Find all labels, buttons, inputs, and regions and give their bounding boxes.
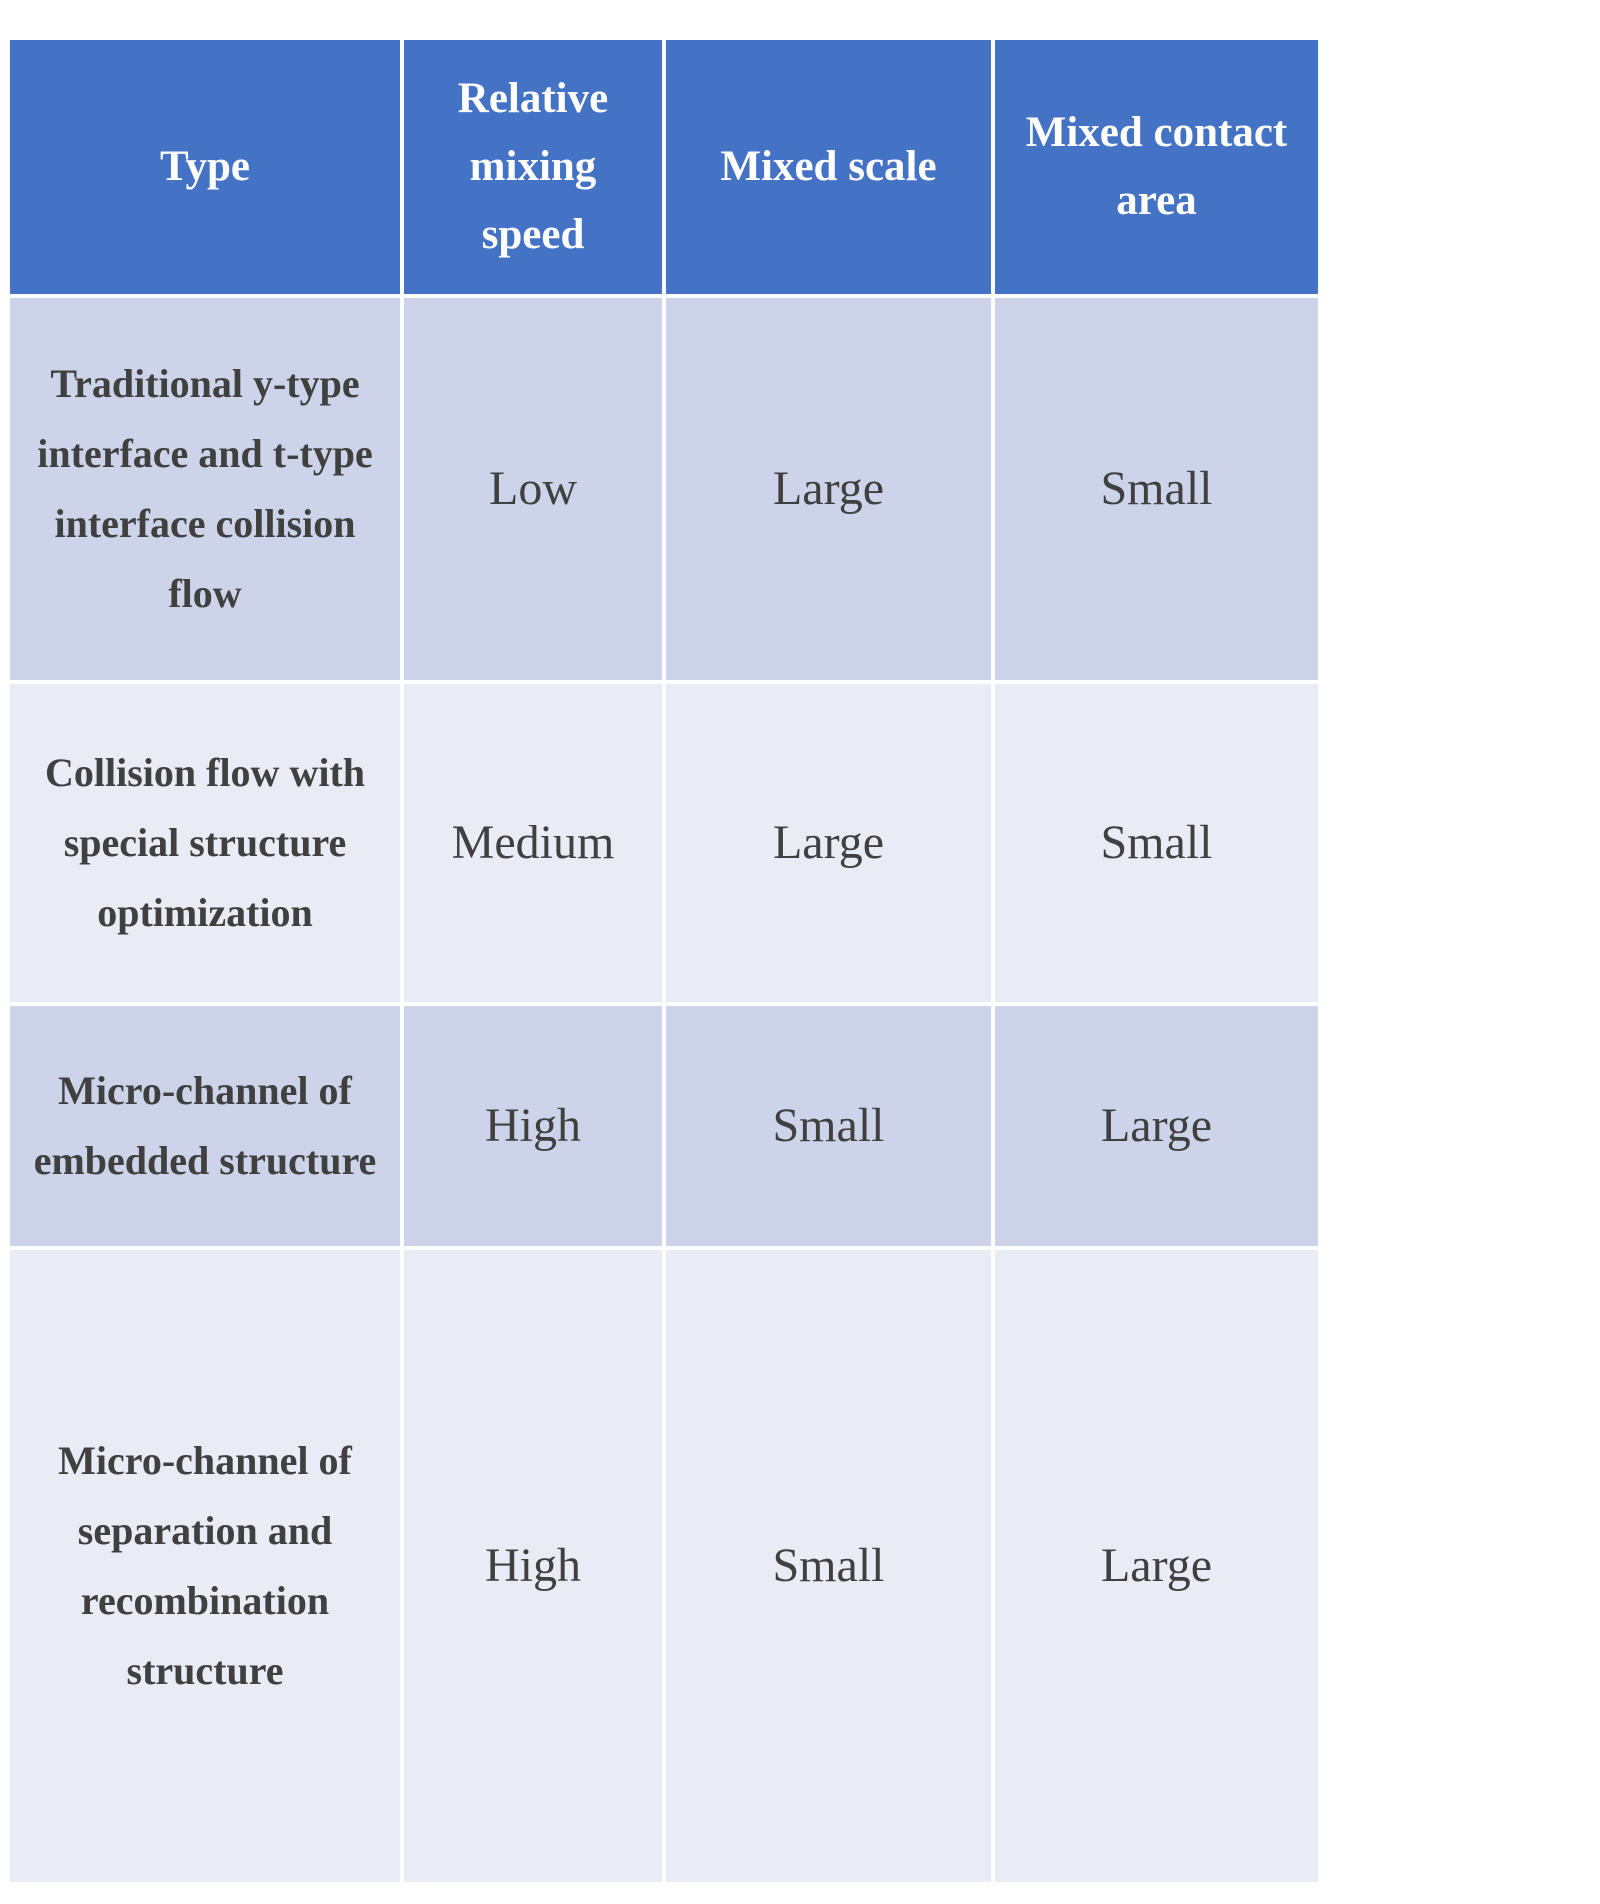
table-header-row: Type Relative mixing speed Mixed scale M… xyxy=(8,38,1320,296)
column-header-mixed-scale: Mixed scale xyxy=(664,38,993,296)
scale-value-cell: Small xyxy=(664,1248,993,1884)
contact-area-value-cell: Small xyxy=(993,296,1320,682)
row-type-label: Micro-channel of separation and recombin… xyxy=(8,1248,402,1884)
contact-area-value-cell: Large xyxy=(993,1004,1320,1248)
comparison-table: Type Relative mixing speed Mixed scale M… xyxy=(8,38,1320,1884)
contact-area-value-cell: Small xyxy=(993,682,1320,1004)
speed-value-cell: High xyxy=(402,1248,664,1884)
contact-area-value-cell: Large xyxy=(993,1248,1320,1884)
column-header-mixed-contact-area: Mixed contact area xyxy=(993,38,1320,296)
table-row: Traditional y-type interface and t-type … xyxy=(8,296,1320,682)
scale-value-cell: Small xyxy=(664,1004,993,1248)
scale-value-cell: Large xyxy=(664,296,993,682)
scale-value-cell: Large xyxy=(664,682,993,1004)
speed-value-cell: High xyxy=(402,1004,664,1248)
speed-value-cell: Low xyxy=(402,296,664,682)
table-row: Micro-channel of separation and recombin… xyxy=(8,1248,1320,1884)
speed-value-cell: Medium xyxy=(402,682,664,1004)
row-type-label: Traditional y-type interface and t-type … xyxy=(8,296,402,682)
row-type-label: Collision flow with special structure op… xyxy=(8,682,402,1004)
row-type-label: Micro-channel of embedded structure xyxy=(8,1004,402,1248)
column-header-type: Type xyxy=(8,38,402,296)
column-header-relative-mixing-speed: Relative mixing speed xyxy=(402,38,664,296)
table-row: Micro-channel of embedded structure High… xyxy=(8,1004,1320,1248)
table-row: Collision flow with special structure op… xyxy=(8,682,1320,1004)
